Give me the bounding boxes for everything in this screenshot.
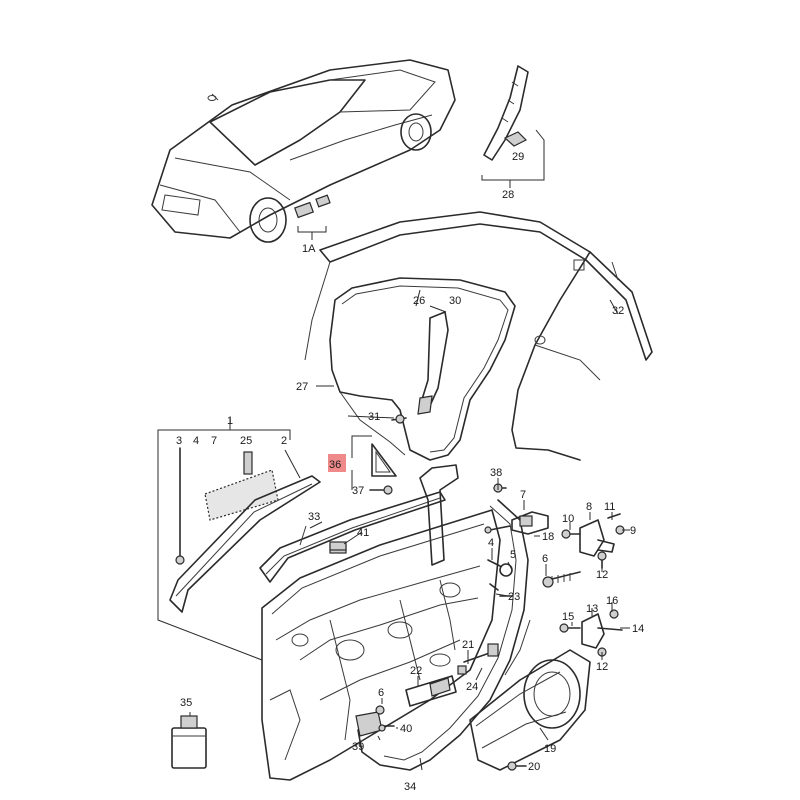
label-22: 22 — [410, 665, 422, 677]
bracket-39 — [355, 705, 395, 737]
door-shell — [261, 464, 501, 781]
label-6: 6 — [542, 553, 548, 565]
waist-beam-2 — [169, 449, 321, 613]
window-channel-33 — [259, 491, 446, 583]
speaker-trim-19 — [469, 649, 591, 771]
lock-parts — [484, 511, 549, 535]
sound-pad-25 — [204, 451, 279, 521]
label-9: 9 — [630, 525, 636, 537]
label-41: 41 — [357, 527, 369, 539]
label-33: 33 — [308, 511, 320, 523]
label-26: 26 — [413, 295, 425, 307]
label-6b: 6 — [378, 687, 384, 699]
label-23: 23 — [508, 591, 520, 603]
label-3: 3 — [176, 435, 182, 447]
label-38: 38 — [490, 467, 502, 479]
door-handle-parts — [405, 643, 499, 707]
label-2: 2 — [281, 435, 287, 447]
label-12b: 12 — [596, 661, 608, 673]
pillar-trim — [483, 65, 529, 161]
label-7b: 7 — [520, 489, 526, 501]
part-labels: 1 1A 2 3 4 7 25 26 27 28 29 30 31 32 33 … — [176, 151, 644, 793]
label-21: 21 — [462, 639, 474, 651]
label-37: 37 — [352, 485, 364, 497]
bolt-31 — [391, 414, 407, 424]
car-illustration — [151, 59, 456, 243]
highlight-36 — [328, 454, 346, 472]
label-4: 4 — [193, 435, 199, 447]
label-7a: 7 — [211, 435, 217, 447]
label-11: 11 — [604, 501, 615, 513]
label-14: 14 — [632, 623, 644, 635]
label-30: 30 — [449, 295, 461, 307]
label-15: 15 — [562, 611, 574, 623]
label-13: 13 — [586, 603, 598, 615]
sealant-bottle-35 — [171, 715, 207, 769]
label-31: 31 — [368, 411, 380, 423]
label-40: 40 — [400, 723, 412, 735]
label-32: 32 — [612, 305, 624, 317]
door-seal-34 — [357, 499, 531, 771]
label-20: 20 — [528, 761, 540, 773]
label-5: 5 — [510, 549, 516, 561]
upper-hinge — [561, 513, 625, 569]
label-25: 25 — [240, 435, 252, 447]
label-1a: 1A — [302, 243, 316, 255]
mirror-triangle-cover — [371, 443, 397, 477]
label-12a: 12 — [596, 569, 608, 581]
label-18: 18 — [542, 531, 554, 543]
label-29: 29 — [512, 151, 524, 163]
door-check — [542, 571, 581, 588]
label-35: 35 — [180, 697, 192, 709]
label-8: 8 — [586, 501, 592, 513]
label-1: 1 — [227, 415, 233, 427]
label-39: 39 — [352, 741, 364, 753]
label-16: 16 — [606, 595, 618, 607]
label-28: 28 — [502, 189, 514, 201]
window-frame-seal — [329, 277, 516, 461]
label-19: 19 — [544, 743, 556, 755]
label-27: 27 — [296, 381, 308, 393]
label-24: 24 — [466, 681, 478, 693]
body-door-opening — [304, 211, 653, 461]
label-36: 36 — [329, 459, 341, 471]
label-34: 34 — [404, 781, 416, 793]
label-10: 10 — [562, 513, 574, 525]
label-4b: 4 — [488, 537, 494, 549]
